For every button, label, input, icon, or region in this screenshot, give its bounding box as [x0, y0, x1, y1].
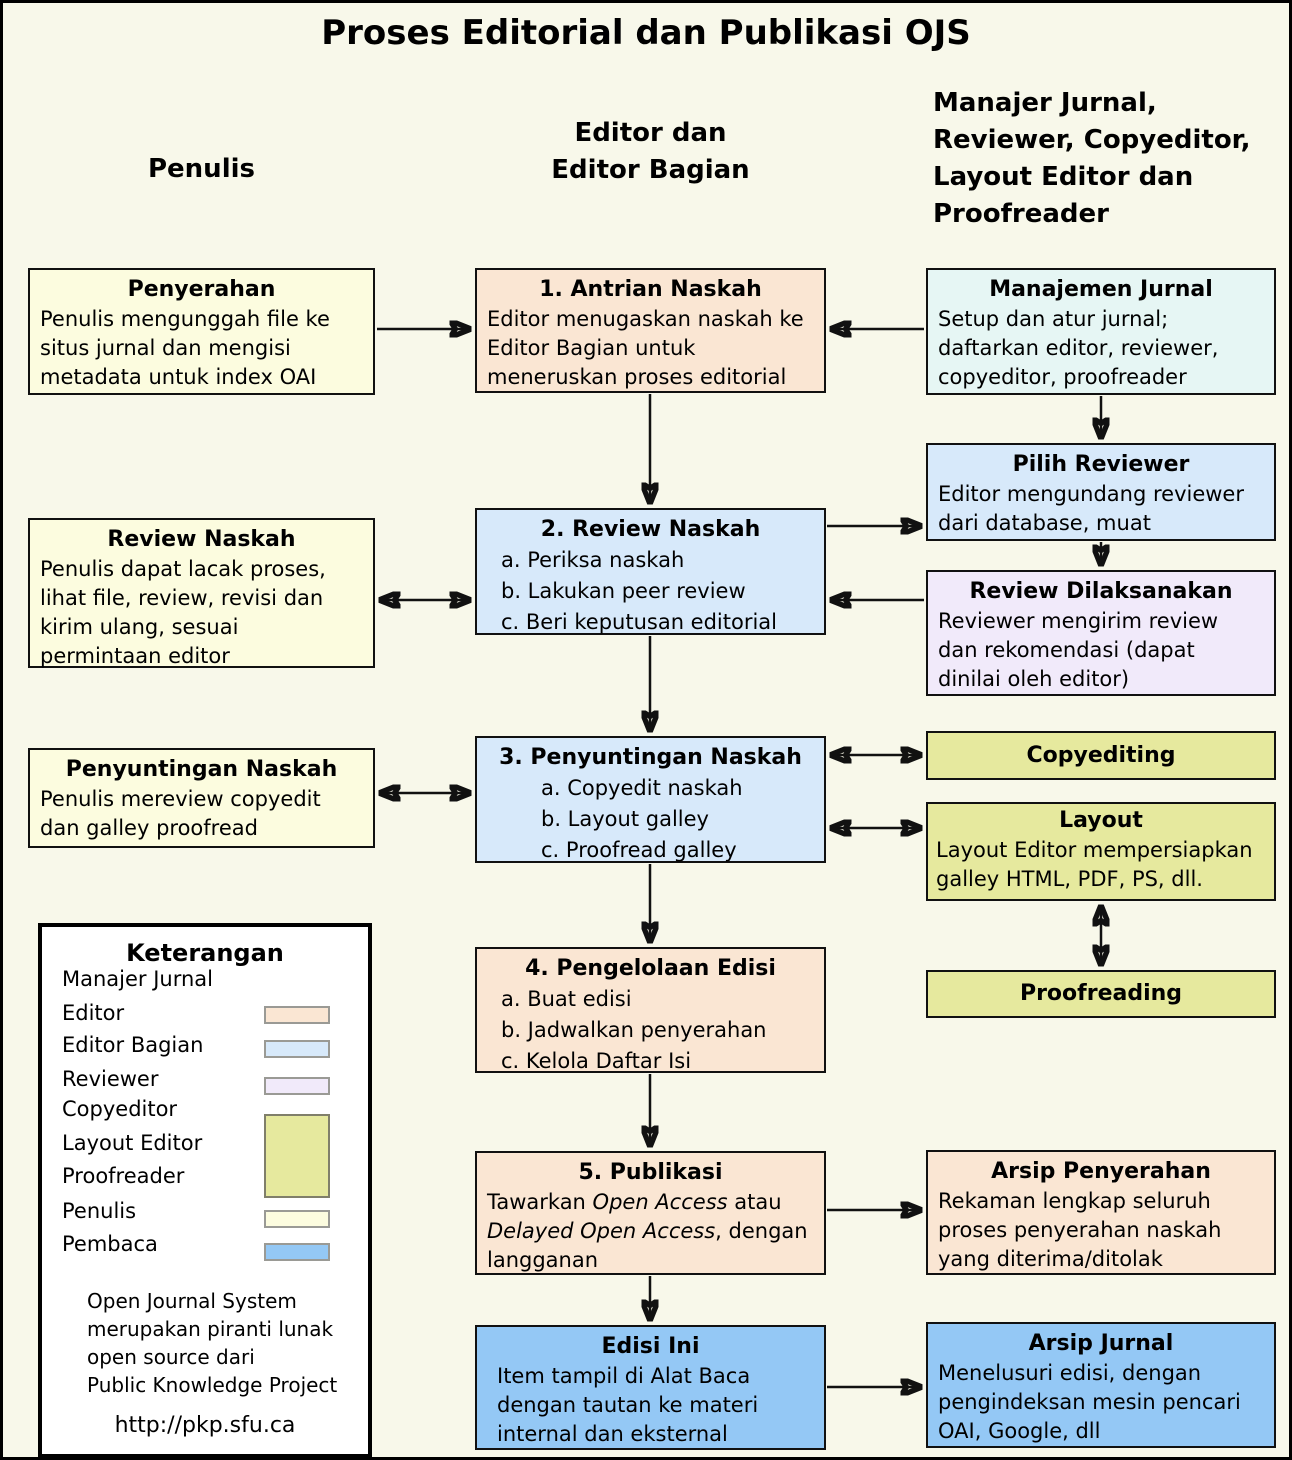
legend-box: Keterangan Manajer Jurnal Editor Editor …	[38, 923, 372, 1457]
box-arsip-jurnal-title: Arsip Jurnal	[1028, 1331, 1174, 1356]
list-item: b. Jadwalkan penyerahan	[501, 1018, 767, 1042]
box-copyediting: Copyediting	[926, 731, 1276, 780]
legend-title: Keterangan	[126, 939, 284, 967]
legend-swatch-editor	[264, 1006, 330, 1024]
box-arsip-jurnal-body: Menelusuri edisi, dengan pengindeksan me…	[938, 1361, 1241, 1443]
box-edisi-ini-body: Item tampil di Alat Baca dengan tautan k…	[497, 1364, 759, 1446]
box-penyuntingan-naskah-title: 3. Penyuntingan Naskah	[499, 745, 802, 770]
box-arsip-penyerahan: Arsip Penyerahan Rekaman lengkap seluruh…	[926, 1150, 1276, 1275]
box-penyerahan-body: Penulis mengunggah file ke situs jurnal …	[40, 307, 330, 389]
legend-label-manajer-jurnal: Manajer Jurnal	[62, 967, 214, 991]
column-header-editor: Editor dan Editor Bagian	[551, 118, 750, 185]
box-pengelolaan-edisi-title: 4. Pengelolaan Edisi	[525, 956, 776, 981]
box-review-dilaksanakan: Review Dilaksanakan Reviewer mengirim re…	[926, 570, 1276, 696]
box-publikasi-title: 5. Publikasi	[578, 1160, 723, 1185]
legend-swatch-penulis	[264, 1210, 330, 1228]
legend-swatch-copyeditor-layout-proofreader	[264, 1114, 330, 1198]
box-review-naskah-penulis-title: Review Naskah	[107, 527, 296, 552]
box-proofreading-title: Proofreading	[1019, 981, 1183, 1006]
box-arsip-penyerahan-title: Arsip Penyerahan	[991, 1159, 1211, 1184]
list-item: c. Proofread galley	[541, 838, 737, 862]
column-header-manajer: Manajer Jurnal, Reviewer, Copyeditor, La…	[933, 88, 1251, 229]
list-item: b. Lakukan peer review	[501, 579, 746, 603]
box-edisi-ini: Edisi Ini Item tampil di Alat Baca denga…	[475, 1325, 826, 1450]
box-arsip-jurnal: Arsip Jurnal Menelusuri edisi, dengan pe…	[926, 1322, 1276, 1448]
box-antrian-naskah-body: Editor menugaskan naskah ke Editor Bagia…	[487, 307, 804, 389]
box-pengelolaan-edisi-items: a. Buat edisi b. Jadwalkan penyerahan c.…	[485, 984, 816, 1077]
box-edisi-ini-title: Edisi Ini	[601, 1334, 700, 1359]
legend-swatch-reviewer	[264, 1077, 330, 1095]
box-pilih-reviewer-body: Editor mengundang reviewer dari database…	[938, 482, 1244, 535]
box-review-dilaksanakan-body: Reviewer mengirim review dan rekomendasi…	[938, 609, 1219, 691]
legend-label-copyeditor: Copyeditor	[62, 1097, 178, 1121]
box-publikasi-body: Tawarkan Open Access atau Delayed Open A…	[487, 1190, 808, 1272]
box-pilih-reviewer-title: Pilih Reviewer	[1012, 452, 1190, 477]
box-layout-body: Layout Editor mempersiapkan galley HTML,…	[936, 838, 1253, 891]
list-item: a. Periksa naskah	[501, 548, 685, 572]
legend-footer: Open Journal System merupakan piranti lu…	[87, 1289, 338, 1397]
legend-swatch-pembaca	[264, 1243, 330, 1261]
box-review-naskah-penulis-body: Penulis dapat lacak proses, lihat file, …	[40, 557, 326, 668]
box-penyuntingan-naskah-penulis: Penyuntingan Naskah Penulis mereview cop…	[28, 748, 375, 848]
page-title: Proses Editorial dan Publikasi OJS	[321, 13, 971, 53]
legend-label-layout-editor: Layout Editor	[62, 1131, 203, 1155]
box-pilih-reviewer: Pilih Reviewer Editor mengundang reviewe…	[926, 443, 1276, 541]
box-penyerahan: Penyerahan Penulis mengunggah file ke si…	[28, 268, 375, 395]
box-penyuntingan-naskah-penulis-body: Penulis mereview copyedit dan galley pro…	[40, 787, 321, 840]
column-header-penulis: Penulis	[147, 154, 255, 184]
box-layout: Layout Layout Editor mempersiapkan galle…	[926, 802, 1276, 901]
legend-swatch-editor-bagian	[264, 1040, 330, 1058]
legend-url: http://pkp.sfu.ca	[114, 1413, 296, 1438]
legend-label-penulis: Penulis	[62, 1199, 137, 1223]
box-layout-title: Layout	[1059, 808, 1143, 833]
box-penyerahan-title: Penyerahan	[127, 277, 276, 302]
box-antrian-naskah: 1. Antrian Naskah Editor menugaskan nask…	[475, 268, 826, 393]
legend-label-editor: Editor	[62, 1001, 125, 1025]
box-proofreading: Proofreading	[926, 970, 1276, 1018]
legend-label-editor-bagian: Editor Bagian	[62, 1033, 204, 1057]
box-review-naskah-title: 2. Review Naskah	[540, 517, 761, 542]
list-item: a. Copyedit naskah	[541, 776, 743, 800]
box-review-dilaksanakan-title: Review Dilaksanakan	[969, 579, 1233, 604]
legend-label-reviewer: Reviewer	[62, 1067, 159, 1091]
box-penyuntingan-naskah-penulis-title: Penyuntingan Naskah	[65, 757, 338, 782]
box-penyuntingan-naskah-items: a. Copyedit naskah b. Layout galley c. P…	[485, 773, 816, 866]
box-pengelolaan-edisi: 4. Pengelolaan Edisi a. Buat edisi b. Ja…	[475, 947, 826, 1073]
box-copyediting-title: Copyediting	[1026, 742, 1176, 768]
box-publikasi: 5. Publikasi Tawarkan Open Access atau D…	[475, 1151, 826, 1275]
box-manajemen-jurnal-body: Setup dan atur jurnal; daftarkan editor,…	[938, 307, 1219, 389]
legend-label-pembaca: Pembaca	[62, 1232, 158, 1256]
box-manajemen-jurnal: Manajemen Jurnal Setup dan atur jurnal; …	[926, 268, 1276, 395]
legend-label-proofreader: Proofreader	[62, 1164, 185, 1188]
box-arsip-penyerahan-body: Rekaman lengkap seluruh proses penyeraha…	[938, 1189, 1222, 1271]
list-item: c. Kelola Daftar Isi	[501, 1049, 692, 1073]
box-penyuntingan-naskah: 3. Penyuntingan Naskah a. Copyedit naska…	[475, 736, 826, 863]
box-review-naskah-items: a. Periksa naskah b. Lakukan peer review…	[485, 545, 816, 638]
list-item: c. Beri keputusan editorial	[501, 610, 778, 634]
list-item: a. Buat edisi	[501, 987, 632, 1011]
box-manajemen-jurnal-title: Manajemen Jurnal	[989, 277, 1213, 302]
box-antrian-naskah-title: 1. Antrian Naskah	[539, 277, 762, 302]
box-review-naskah: 2. Review Naskah a. Periksa naskah b. La…	[475, 508, 826, 635]
list-item: b. Layout galley	[541, 807, 709, 831]
box-review-naskah-penulis: Review Naskah Penulis dapat lacak proses…	[28, 518, 375, 668]
